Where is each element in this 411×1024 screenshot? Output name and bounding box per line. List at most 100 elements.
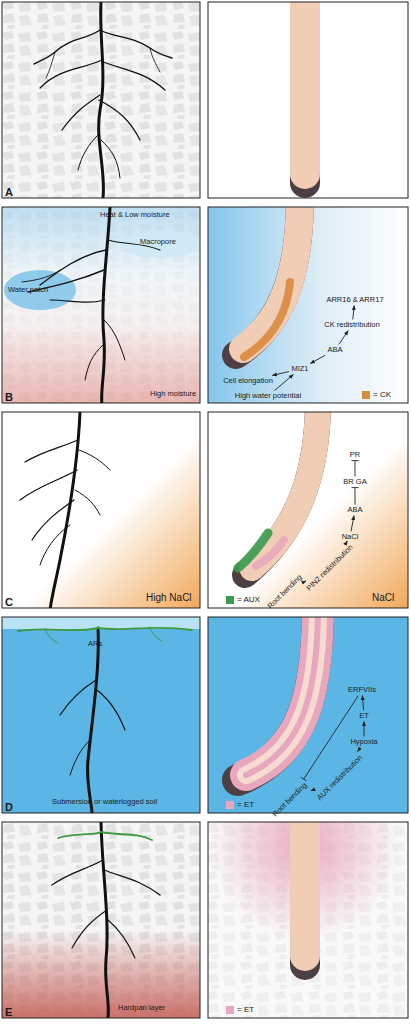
panel-label: Heat & Low moisture (100, 211, 170, 219)
main-root (101, 822, 108, 1018)
pathway-term: Root bending (271, 781, 310, 820)
lateral-root (60, 680, 96, 715)
arrow-connector (351, 516, 354, 532)
arrow-connector (339, 331, 348, 345)
legend-text: = CK (373, 390, 391, 399)
lateral-root (62, 95, 100, 130)
arrow-connector (303, 581, 306, 583)
water-bg (2, 617, 200, 813)
panel-label: Hardpan layer (118, 1004, 165, 1012)
term-text: ARR16 & ARR17 (326, 296, 383, 304)
lateral-root (104, 870, 160, 895)
lateral-root (72, 910, 107, 948)
term-text: MIZ1 (291, 365, 308, 373)
term-text: AUX redistribution (316, 754, 365, 803)
legend-swatch (226, 1006, 234, 1014)
root-system (52, 822, 160, 1018)
term-text: Hypoxia (350, 738, 377, 746)
term-text: Cell elongation (223, 377, 273, 385)
legend-text: = ET (237, 800, 254, 809)
panel-frame (208, 412, 408, 608)
panel-frame (2, 412, 200, 608)
lateral-root (75, 490, 100, 515)
lateral-root (40, 60, 102, 88)
lateral-root (101, 140, 120, 178)
arrow-connector (362, 696, 363, 711)
panel-frame (2, 822, 200, 1018)
lateral-root (78, 135, 98, 170)
lateral-root (52, 860, 103, 885)
pathway-term: NaCl (341, 533, 360, 541)
root-tip (238, 617, 318, 780)
pathway-term: AUX redistribution (315, 753, 365, 803)
legend-swatch (226, 596, 234, 604)
lateral-root (103, 62, 165, 90)
term-text: PR (350, 451, 360, 459)
inhibition-connector (352, 461, 359, 477)
root-system (34, 2, 172, 198)
root-cap (290, 2, 320, 183)
arrow-connector (353, 306, 355, 320)
soil-panel (2, 2, 200, 198)
arrow-connector (275, 375, 294, 391)
panel-frame (208, 207, 408, 403)
arrow-connector (364, 722, 365, 737)
panel-label: High NaCl (146, 592, 192, 603)
root-cap (290, 822, 320, 965)
arrow-connector (346, 541, 347, 543)
arrow-connector (272, 372, 289, 376)
panel-label: Water patch (8, 286, 48, 294)
panel-label: Submersion or waterlogged soil (52, 798, 157, 806)
root-body (290, 2, 320, 174)
panel-label: ARs (88, 640, 102, 648)
lateral-root (32, 500, 74, 540)
panel-label: NaCl (372, 592, 394, 603)
root-tip (238, 412, 318, 575)
pathway-term: PR (349, 451, 361, 459)
lateral-root (40, 525, 70, 565)
lateral-root (20, 470, 77, 500)
arrow-connector (310, 355, 325, 363)
lateral-root (46, 52, 55, 78)
panel-label: Macropore (140, 238, 176, 246)
term-text: ABA (347, 506, 362, 514)
lateral-root (108, 920, 135, 958)
pathway-term: ARR16 & ARR17 (325, 296, 384, 304)
lateral-root (104, 320, 125, 360)
legend-item: = ET (226, 800, 254, 809)
lateral-root (100, 30, 172, 58)
term-text: ERFVIIs (348, 686, 376, 694)
cytokinin-zone (244, 282, 290, 357)
term-text: ABA (327, 346, 342, 354)
pathway-term: MIZ1 (290, 365, 309, 373)
pathway-term: ERFVIIs (347, 686, 377, 694)
lateral-root (85, 345, 103, 380)
lateral-root (50, 300, 105, 302)
legend-item: = AUX (226, 595, 260, 604)
lateral-root (34, 30, 100, 64)
salt-gradient (2, 412, 200, 608)
panel-letter: D (5, 801, 13, 813)
water-patch (4, 270, 76, 310)
panel-frame (208, 822, 408, 1018)
lateral-root (25, 440, 78, 462)
pathway-term: Cell elongation (222, 377, 274, 385)
root-tip (305, 2, 306, 183)
lateral-root (79, 450, 110, 470)
adventitious-root (98, 628, 192, 630)
panel-frame (2, 2, 200, 198)
panel-frame (208, 617, 408, 813)
panel-frame (208, 2, 408, 198)
pathway-term: BR GA (342, 478, 367, 486)
root-system (20, 412, 110, 608)
lateral-root (40, 250, 106, 285)
panel-frame (2, 617, 200, 813)
pathway-term: Root bending (266, 573, 305, 612)
inhibition-connector (352, 488, 359, 505)
soil-texture (2, 207, 200, 403)
adventitious-root (58, 832, 101, 838)
moisture-gradient (2, 207, 200, 403)
panel-letter: C (5, 596, 13, 608)
ethylene-zone (246, 617, 318, 775)
lateral-root (22, 270, 60, 282)
